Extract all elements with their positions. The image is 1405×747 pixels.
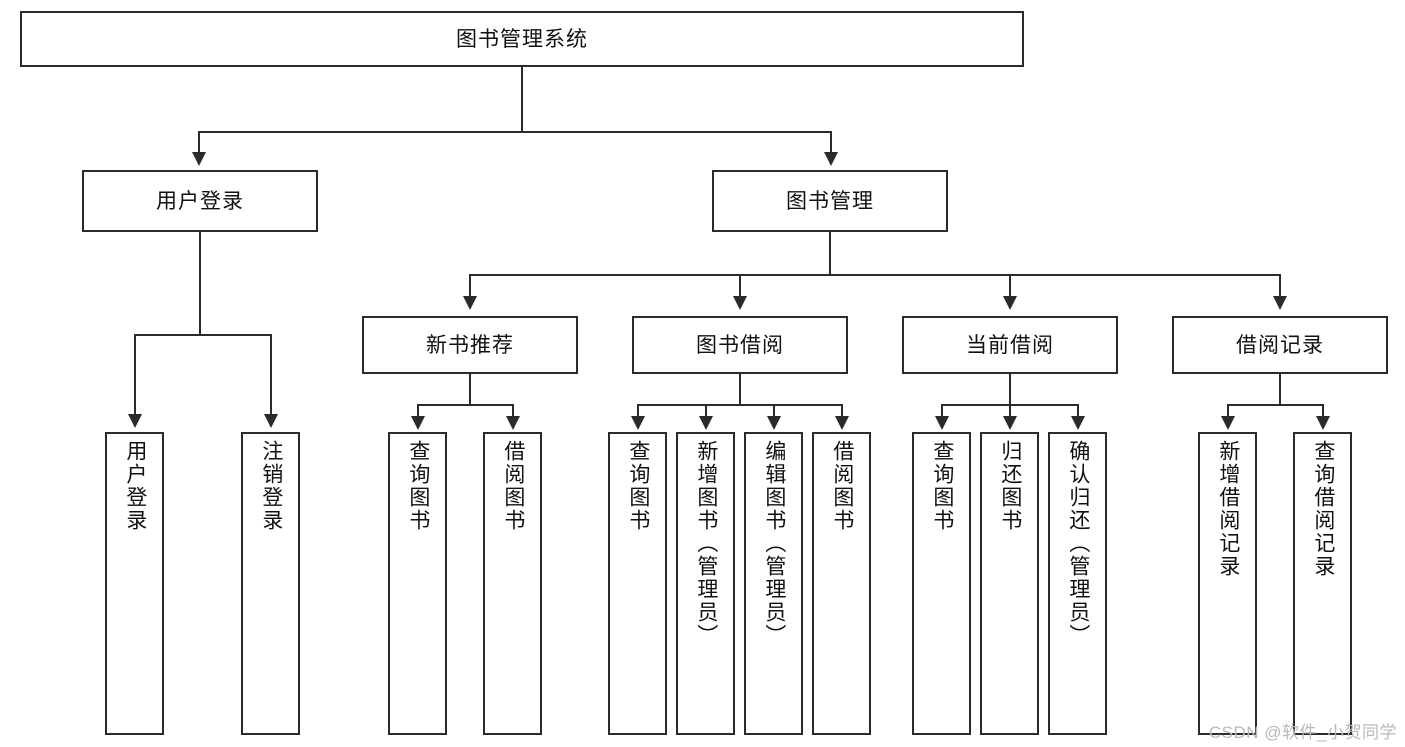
- node-label: 查询借阅记录: [1311, 440, 1335, 578]
- connector-user-login-stem: [199, 232, 201, 336]
- node-label: 用户登录: [123, 440, 147, 532]
- arrowhead-book-borrow: [733, 296, 747, 310]
- arrowhead-borrow-record: [1273, 296, 1287, 310]
- arrowhead-borrow-record-leaf-2: [1316, 416, 1330, 430]
- arrowhead-root-to-user-login: [192, 152, 206, 166]
- arrowhead-book-borrow-leaf-4: [835, 416, 849, 430]
- node-leaf-add-book[interactable]: 新增图书（管理员）: [676, 432, 735, 735]
- arrowhead-user-login-leaf-1: [128, 414, 142, 428]
- node-label: 当前借阅: [966, 333, 1054, 357]
- node-leaf-query-book-3[interactable]: 查询图书: [912, 432, 971, 735]
- connector-new-book-recommend-branch-2: [512, 404, 514, 418]
- connector-borrow-record-branch-2: [1322, 404, 1324, 418]
- connector-borrow-record-branch-1: [1227, 404, 1229, 418]
- node-label: 新增图书（管理员）: [694, 440, 718, 647]
- connector-book-management-stem: [829, 232, 831, 276]
- node-leaf-query-book-1[interactable]: 查询图书: [388, 432, 447, 735]
- arrowhead-user-login-leaf-2: [264, 414, 278, 428]
- connector-to-current-borrow: [1009, 274, 1011, 298]
- node-root-system[interactable]: 图书管理系统: [20, 11, 1024, 67]
- node-label: 新书推荐: [426, 333, 514, 357]
- node-leaf-confirm-return[interactable]: 确认归还（管理员）: [1048, 432, 1107, 735]
- connector-level3-bus: [469, 274, 1281, 276]
- connector-to-new-book-recommend: [469, 274, 471, 298]
- node-label: 借阅图书: [830, 440, 854, 532]
- connector-borrow-record-bus: [1227, 404, 1324, 406]
- node-label: 新增借阅记录: [1216, 440, 1240, 578]
- arrowhead-current-borrow-leaf-3: [1071, 416, 1085, 430]
- node-new-book-recommend[interactable]: 新书推荐: [362, 316, 578, 374]
- connector-new-book-recommend-branch-1: [417, 404, 419, 418]
- connector-borrow-record-stem: [1279, 374, 1281, 406]
- node-leaf-logout-login[interactable]: 注销登录: [241, 432, 300, 735]
- arrowhead-current-borrow-leaf-1: [935, 416, 949, 430]
- node-leaf-query-book-2[interactable]: 查询图书: [608, 432, 667, 735]
- connector-root-bus: [198, 131, 832, 133]
- connector-book-borrow-branch-2: [705, 404, 707, 418]
- node-label: 确认归还（管理员）: [1066, 440, 1090, 647]
- connector-current-borrow-branch-2: [1009, 404, 1011, 418]
- arrowhead-borrow-record-leaf-1: [1221, 416, 1235, 430]
- connector-book-borrow-branch-3: [773, 404, 775, 418]
- connector-user-login-bus: [134, 334, 272, 336]
- arrowhead-new-book-recommend-leaf-1: [411, 416, 425, 430]
- connector-book-borrow-branch-1: [637, 404, 639, 418]
- connector-current-borrow-stem: [1009, 374, 1011, 406]
- node-book-management[interactable]: 图书管理: [712, 170, 948, 232]
- node-leaf-return-book[interactable]: 归还图书: [980, 432, 1039, 735]
- node-label: 归还图书: [998, 440, 1022, 532]
- node-leaf-query-borrow-record[interactable]: 查询借阅记录: [1293, 432, 1352, 735]
- connector-book-borrow-bus: [637, 404, 843, 406]
- arrowhead-current-borrow-leaf-2: [1003, 416, 1017, 430]
- arrowhead-book-borrow-leaf-1: [631, 416, 645, 430]
- node-leaf-borrow-book-2[interactable]: 借阅图书: [812, 432, 871, 735]
- arrowhead-new-book-recommend-leaf-2: [506, 416, 520, 430]
- node-label: 用户登录: [156, 189, 244, 213]
- node-leaf-borrow-book-1[interactable]: 借阅图书: [483, 432, 542, 735]
- node-book-borrow[interactable]: 图书借阅: [632, 316, 848, 374]
- node-borrow-record[interactable]: 借阅记录: [1172, 316, 1388, 374]
- node-label: 图书借阅: [696, 333, 784, 357]
- connector-new-book-recommend-bus: [417, 404, 514, 406]
- node-label: 查询图书: [406, 440, 430, 532]
- arrowhead-book-borrow-leaf-3: [767, 416, 781, 430]
- node-label: 图书管理系统: [456, 27, 588, 51]
- node-label: 借阅图书: [501, 440, 525, 532]
- connector-to-borrow-record: [1279, 274, 1281, 298]
- connector-new-book-recommend-stem: [469, 374, 471, 406]
- node-label: 查询图书: [930, 440, 954, 532]
- node-label: 图书管理: [786, 189, 874, 213]
- arrowhead-root-to-book-management: [824, 152, 838, 166]
- node-label: 编辑图书（管理员）: [762, 440, 786, 647]
- connector-root-stem: [521, 67, 523, 133]
- node-leaf-user-login[interactable]: 用户登录: [105, 432, 164, 735]
- connector-root-to-book-management: [830, 131, 832, 154]
- arrowhead-book-borrow-leaf-2: [699, 416, 713, 430]
- arrowhead-new-book-recommend: [463, 296, 477, 310]
- connector-book-borrow-stem: [739, 374, 741, 406]
- connector-to-book-borrow: [739, 274, 741, 298]
- node-label: 查询图书: [626, 440, 650, 532]
- node-label: 借阅记录: [1236, 333, 1324, 357]
- node-user-login[interactable]: 用户登录: [82, 170, 318, 232]
- arrowhead-current-borrow: [1003, 296, 1017, 310]
- connector-user-login-branch-2: [270, 334, 272, 416]
- node-current-borrow[interactable]: 当前借阅: [902, 316, 1118, 374]
- connector-current-borrow-branch-3: [1077, 404, 1079, 418]
- connector-book-borrow-branch-4: [841, 404, 843, 418]
- node-leaf-edit-book[interactable]: 编辑图书（管理员）: [744, 432, 803, 735]
- node-label: 注销登录: [259, 440, 283, 532]
- connector-user-login-branch-1: [134, 334, 136, 416]
- connector-current-borrow-branch-1: [941, 404, 943, 418]
- node-leaf-add-borrow-record[interactable]: 新增借阅记录: [1198, 432, 1257, 735]
- connector-root-to-user-login: [198, 131, 200, 154]
